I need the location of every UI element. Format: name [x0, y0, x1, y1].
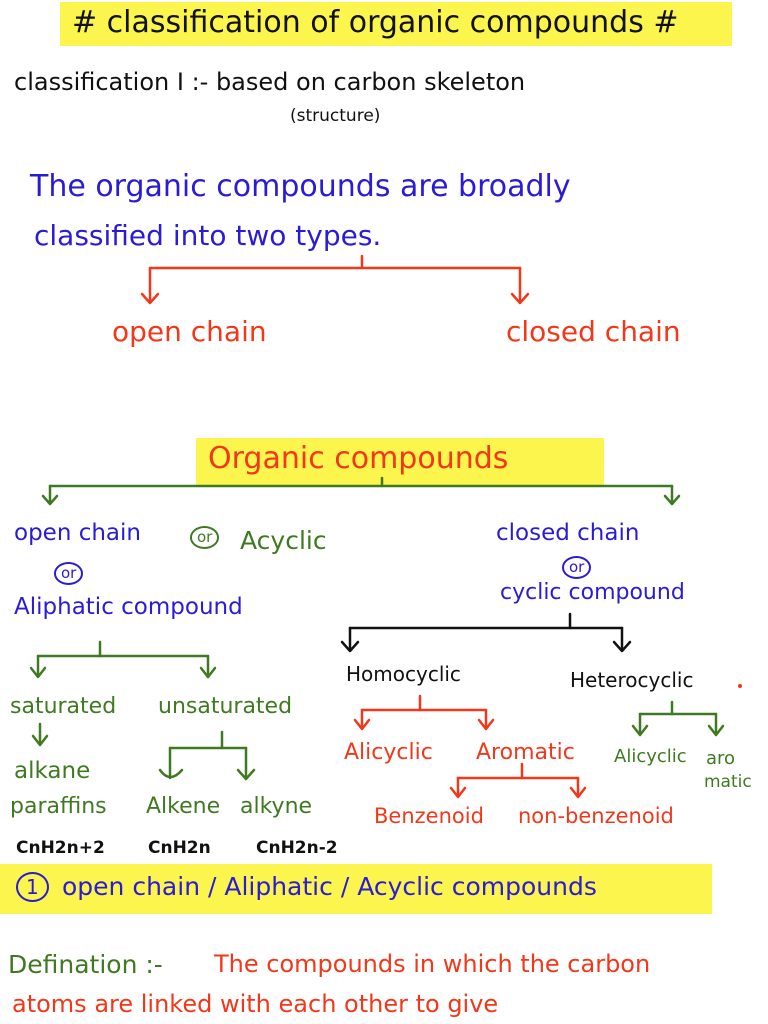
heterocyclic-split-arrows	[631, 700, 725, 737]
intro-line-1: The organic compounds are broadly	[30, 169, 571, 204]
unsaturated-split-arrows	[158, 730, 256, 781]
or-badge-cyclic: or	[562, 556, 592, 579]
formula-alkane: CnH2n+2	[16, 838, 105, 858]
aliphatic-label: Aliphatic compound	[14, 594, 243, 620]
closed-chain-label: closed chain	[496, 520, 640, 546]
page-title: # classification of organic compounds #	[72, 5, 679, 40]
unsaturated-label: unsaturated	[158, 694, 293, 719]
type-closed-chain: closed chain	[506, 315, 681, 348]
homocyclic-label: Homocyclic	[346, 662, 461, 686]
hetero-aromatic-label-1: aro	[706, 748, 736, 769]
hetero-aromatic-label-2: matic	[704, 772, 752, 792]
cyclic-split-arrows	[340, 612, 632, 653]
or-badge-aliphatic: or	[54, 562, 84, 585]
aliphatic-split-arrows	[29, 640, 217, 747]
classification-line: classification I :- based on carbon skel…	[14, 68, 526, 96]
type-split-arrows	[140, 254, 530, 305]
definition-text-1: The compounds in which the carbon	[214, 950, 651, 978]
saturated-label: saturated	[10, 694, 117, 719]
paraffins-label: paraffins	[10, 794, 107, 819]
alkyne-label: alkyne	[240, 794, 313, 819]
formula-alkene: CnH2n	[148, 838, 211, 858]
stray-dot	[738, 684, 742, 688]
bottom-heading: open chain / Aliphatic / Acyclic compoun…	[62, 872, 597, 901]
intro-line-2: classified into two types.	[34, 219, 382, 252]
or-circle: or	[190, 526, 220, 549]
aromatic-split-arrows	[449, 762, 587, 799]
definition-text-2: atoms are linked with each other to give	[12, 990, 499, 1018]
definition-label: Defination :-	[8, 950, 163, 979]
bottom-heading-number: 1	[16, 872, 49, 902]
cyclic-label: cyclic compound	[500, 580, 685, 605]
number-circle: 1	[16, 872, 49, 902]
hetero-alicyclic-label: Alicyclic	[614, 746, 687, 767]
non-benzenoid-label: non-benzenoid	[518, 804, 674, 828]
section-title: Organic compounds	[208, 441, 509, 476]
alkene-label: Alkene	[146, 794, 221, 819]
benzenoid-label: Benzenoid	[374, 804, 484, 828]
heterocyclic-label: Heterocyclic	[570, 668, 694, 692]
alicyclic-label: Alicyclic	[344, 740, 433, 765]
open-chain-label: open chain	[14, 520, 141, 546]
or-circle: or	[54, 562, 84, 585]
formula-alkyne: CnH2n-2	[256, 838, 338, 858]
bottom-heading-highlight	[0, 864, 712, 914]
or-badge-acyclic: or	[190, 526, 220, 549]
title-highlight	[60, 2, 732, 46]
type-open-chain: open chain	[112, 315, 267, 348]
alkane-label: alkane	[14, 758, 91, 784]
aromatic-label: Aromatic	[476, 740, 575, 765]
section-title-highlight	[196, 438, 604, 486]
structure-note: (structure)	[290, 106, 381, 126]
organic-split-arrows	[41, 476, 681, 506]
or-circle: or	[562, 556, 592, 579]
homocyclic-split-arrows	[353, 694, 495, 731]
acyclic-label: Acyclic	[240, 526, 327, 555]
